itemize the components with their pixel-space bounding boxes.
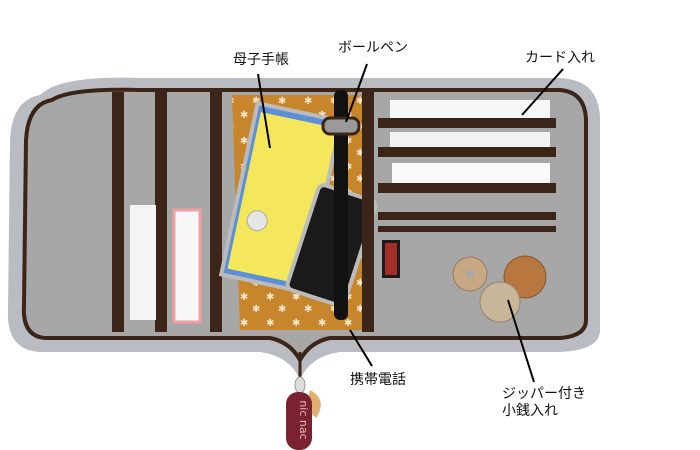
leader-boshi (257, 73, 271, 149)
svg-text:nic nac: nic nac (297, 400, 310, 439)
card-pink (172, 208, 202, 324)
leader-phone (349, 329, 373, 367)
coin-100yen (479, 281, 521, 323)
label-boshi-techo: 母子手帳 (233, 52, 289, 68)
coin-10yen (503, 255, 547, 299)
zipper-pull-tag (286, 392, 312, 450)
ballpen (334, 90, 348, 320)
label-ballpen: ボールペン (338, 40, 408, 56)
label-coin-pocket-line2: 小銭入れ (502, 403, 558, 419)
label-mobile-phone: 携帯電話 (350, 372, 406, 388)
label-coin-pocket-line1: ジッパー付き (502, 386, 586, 402)
card-white (130, 205, 156, 320)
mobile-phone (285, 183, 378, 308)
leader-card (521, 68, 564, 116)
label-card-slot: カード入れ (525, 50, 595, 66)
leader-ballpen (345, 63, 368, 123)
leader-coin (507, 299, 535, 383)
